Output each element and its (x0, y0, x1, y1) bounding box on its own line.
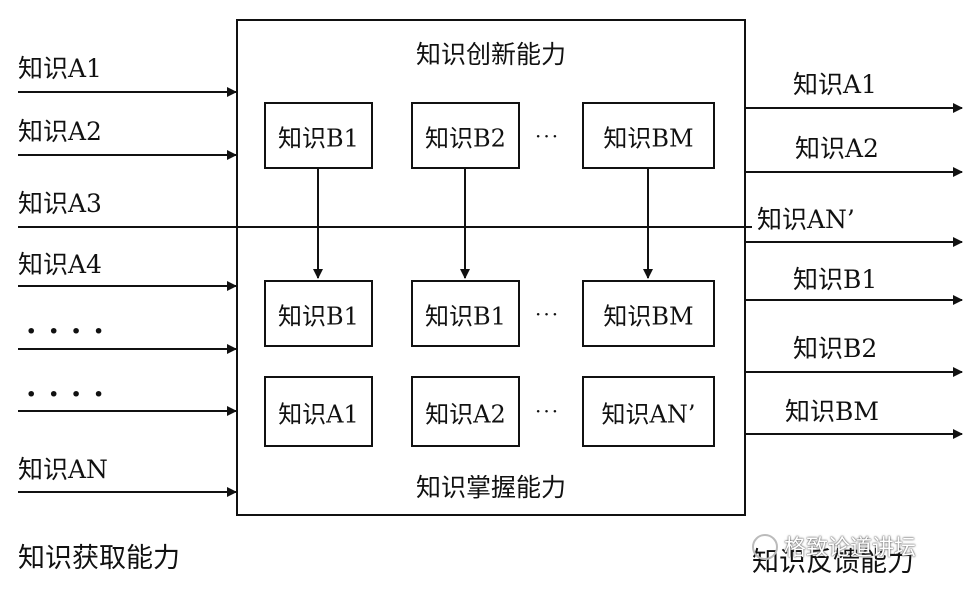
input-label-a4: 知识A4 (18, 250, 102, 279)
input-ellipsis-1: ···· (26, 314, 116, 349)
acquisition-capability-caption: 知识获取能力 (18, 543, 180, 574)
input-ellipsis-2: ···· (26, 377, 116, 412)
box-label: 知识A1 (278, 400, 359, 428)
box-row1-b1: 知识B1 (264, 102, 373, 169)
box-row3-a1: 知识A1 (264, 376, 373, 447)
box-row3-a2: 知识A2 (411, 376, 520, 447)
box-row1-bm: 知识BM (582, 102, 715, 169)
mastery-capability-title: 知识掌握能力 (415, 473, 566, 502)
box-row2-bm: 知识BM (582, 280, 715, 347)
output-label-a1: 知识A1 (793, 70, 877, 99)
output-label-an: 知识AN’ (757, 205, 855, 234)
input-label-a1: 知识A1 (18, 54, 102, 83)
box-row2-b1-second: 知识B1 (411, 280, 520, 347)
box-row1-b2: 知识B2 (411, 102, 520, 169)
box-label: 知识A2 (425, 400, 506, 428)
center-frame (236, 19, 746, 516)
feedback-capability-caption: 知识反馈能力 (752, 547, 914, 578)
watermark-text: 格致论道讲坛 (784, 536, 917, 561)
box-label: 知识B1 (425, 302, 506, 330)
wechat-icon (752, 534, 778, 560)
box-label: 知识BM (603, 124, 694, 152)
row2-ellipsis: ··· (535, 302, 561, 326)
output-label-b1: 知识B1 (793, 265, 878, 294)
input-label-a3: 知识A3 (18, 189, 102, 218)
row3-ellipsis: ··· (535, 399, 561, 423)
row1-ellipsis: ··· (535, 124, 561, 148)
box-label: 知识BM (603, 302, 694, 330)
input-label-an: 知识AN (18, 455, 108, 484)
output-label-a2: 知识A2 (795, 134, 879, 163)
box-label: 知识B2 (425, 124, 506, 152)
output-label-bm: 知识BM (785, 397, 879, 426)
box-label: 知识AN’ (601, 400, 696, 428)
box-label: 知识B1 (278, 302, 359, 330)
box-label: 知识B1 (278, 124, 359, 152)
innovation-capability-title: 知识创新能力 (415, 40, 566, 69)
box-row2-b1: 知识B1 (264, 280, 373, 347)
box-row3-an: 知识AN’ (582, 376, 715, 447)
output-label-b2: 知识B2 (793, 334, 878, 363)
input-label-a2: 知识A2 (18, 117, 102, 146)
